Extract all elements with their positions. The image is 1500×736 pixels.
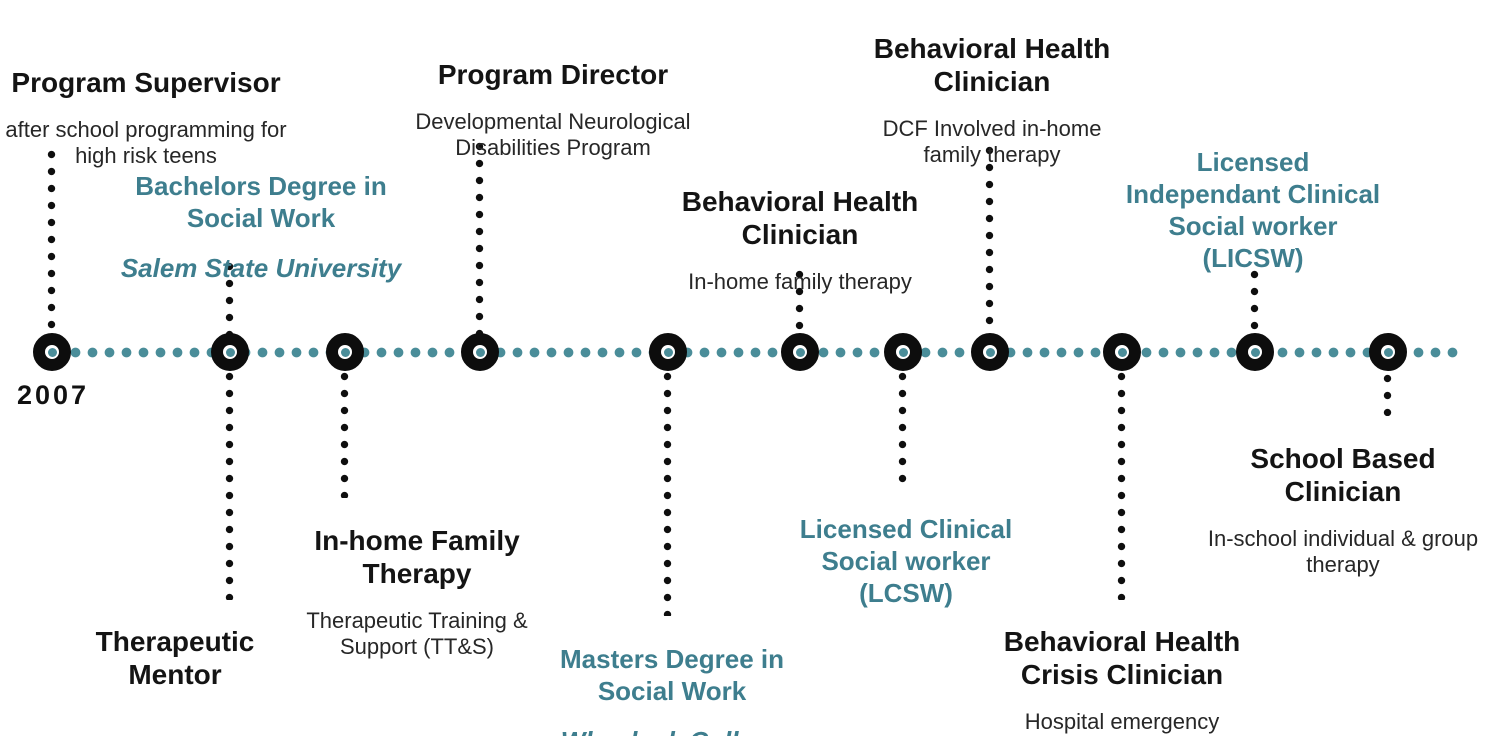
timeline-node [1103,333,1141,371]
milestone-subtitle: DCF Involved in-home family therapy [882,116,1102,167]
timeline-node [971,333,1009,371]
milestone-title: Program Director [437,59,669,90]
timeline-axis [50,347,1458,358]
timeline-node [781,333,819,371]
milestone-therapeutic-mentor: Therapeutic Mentor [35,607,315,709]
timeline-node [884,333,922,371]
milestone-subtitle: after school programming for high risk t… [5,117,287,168]
dotted-connector [795,266,804,338]
milestone-title: Licensed Independant Clinical Social wor… [1125,147,1381,273]
milestone-subtitle: Developmental Neurological Disabilities … [415,109,691,160]
dotted-connector [898,368,907,490]
timeline-node [1236,333,1274,371]
milestone-school-based-clinician: School Based Clinician In-school individ… [1173,424,1500,596]
milestone-subtitle: In-home family therapy [688,269,912,294]
milestone-title: In-home Family Therapy [314,525,520,589]
milestone-behavioral-health-clinician: Behavioral Health Clinician In-home fami… [650,167,950,313]
timeline-node [461,333,499,371]
milestone-title: Behavioral Health Clinician [873,33,1111,97]
milestone-title: Behavioral Health Clinician [681,186,919,250]
timeline-node [649,333,687,371]
milestone-subtitle: Therapeutic Training & Support (TT&S) [306,608,528,659]
dotted-connector [663,368,672,616]
milestone-behavioral-health-crisis-clinician: Behavioral Health Crisis Clinician Hospi… [972,607,1272,736]
dotted-connector [1383,370,1392,416]
milestone-program-supervisor: Program Supervisor after school programm… [0,48,296,187]
dotted-connector [47,146,56,336]
milestone-institution: Salem State University [120,253,402,283]
milestone-licsw: Licensed Independant Clinical Social wor… [1088,128,1418,292]
milestone-title: Therapeutic Mentor [95,626,255,690]
timeline-node [211,333,249,371]
milestone-behavioral-health-clinician-dcf: Behavioral Health Clinician DCF Involved… [842,14,1142,186]
milestone-title: Bachelors Degree in Social Work [135,171,387,233]
milestone-subtitle: In-school individual & group therapy [1207,526,1479,577]
milestone-in-home-family-therapy: In-home Family Therapy Therapeutic Train… [267,506,567,678]
dotted-connector [1250,266,1259,338]
milestone-lcsw: Licensed Clinical Social worker (LCSW) [756,495,1056,627]
dotted-connector [475,138,484,336]
milestone-title: Behavioral Health Crisis Clinician [1003,626,1241,690]
dotted-connector [340,368,349,498]
milestone-masters-degree: Masters Degree in Social Work Wheelock C… [517,625,827,736]
dotted-connector [225,258,234,338]
timeline-node [33,333,71,371]
timeline-node [326,333,364,371]
milestone-title: Program Supervisor [11,67,281,98]
dotted-connector [985,142,994,336]
milestone-title: School Based Clinician [1250,443,1436,507]
dotted-connector [225,368,234,600]
milestone-bachelors-degree: Bachelors Degree in Social Work Salem St… [91,152,431,302]
milestone-title: Masters Degree in Social Work [560,644,784,706]
milestone-institution: Wheelock College [517,725,827,736]
timeline-node [1369,333,1407,371]
milestone-program-director: Program Director Developmental Neurologi… [373,40,733,179]
year-label: 2007 [17,380,90,410]
milestone-subtitle: Hospital emergency services [1024,709,1220,736]
milestone-title: Licensed Clinical Social worker (LCSW) [799,514,1013,608]
dotted-connector [1117,368,1126,600]
